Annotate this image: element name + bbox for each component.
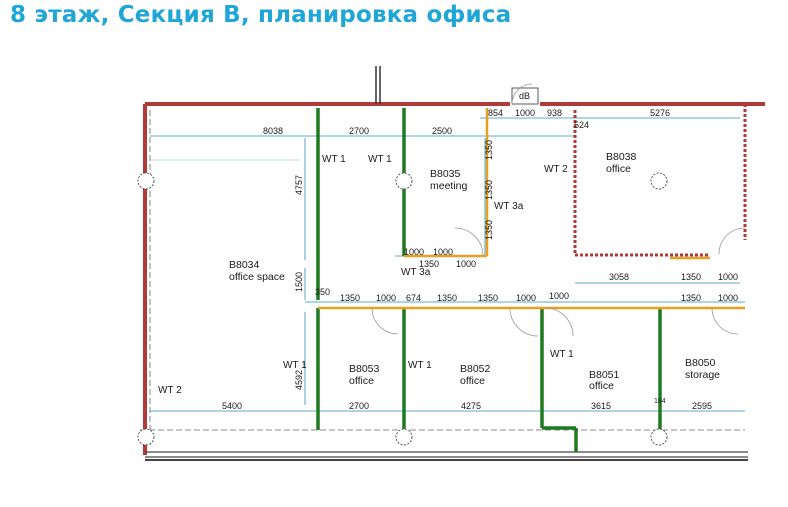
gypsum-partitions [318,108,745,310]
dim-label: 1350 [437,293,457,303]
room-type: office [349,375,374,387]
wall-tag: WT 2 [158,385,182,396]
wall-tags: WT 1 WT 1 WT 2 WT 3a WT 3a WT 1 WT 1 WT … [158,91,574,396]
dim-label: 524 [574,120,589,130]
dim-label: 1000 [456,259,476,269]
wall-tag: WT 1 [283,360,307,371]
bottom-dimensions: 5400 2700 4275 3615 184 2595 [222,398,712,411]
dim-label: 1350 [484,140,494,160]
columns [137,172,668,446]
column-marker [137,428,155,446]
dim-label: 1000 [549,291,569,301]
room-type: office [606,163,631,175]
dim-label: 674 [406,293,421,303]
room-type: storage [685,369,720,381]
dim-label: 1350 [478,293,498,303]
dim-label: 2500 [432,126,452,136]
column-marker [650,428,668,446]
room-code: B8050 [685,357,716,369]
dashed-facade-line [140,110,745,445]
dim-label: 1000 [516,293,536,303]
vertical-dimensions: 4757 1500 4592 1350 1350 1350 [294,140,494,390]
dim-label: 1000 [404,247,424,257]
dim-label: 1350 [419,259,439,269]
dim-label: 854 [488,108,503,118]
column-marker [395,172,413,190]
dim-label: 2595 [692,401,712,411]
door-swing [511,83,533,105]
dim-label: 3058 [609,272,629,282]
dim-label: 3615 [591,401,611,411]
room-code: B8035 [430,168,461,180]
office-8038-dimensions: 3058 1350 1000 [609,272,738,282]
corridor-dimensions: 350 1350 1000 674 1350 1350 1000 1000 13… [315,287,738,303]
dimension-lines [150,117,745,412]
column-marker [137,172,155,190]
outer-walls [143,102,765,455]
dim-label: 4757 [294,175,304,195]
wall-tag: WT 3a [401,267,431,278]
room-code: B8051 [589,369,620,381]
dim-label: 2700 [349,126,369,136]
dim-label: 1000 [718,293,738,303]
dim-label: 8038 [263,126,283,136]
dim-label: 1000 [718,272,738,282]
room-type: meeting [430,180,468,192]
column-marker [650,172,668,190]
room-code: B8053 [349,363,380,375]
room-labels: B8034 office space B8035 meeting B8038 o… [229,151,720,392]
room-type: office space [229,271,285,283]
dim-label: 1350 [340,293,360,303]
dim-label: 1500 [294,272,304,292]
dim-label: 4592 [294,370,304,390]
dim-label: 5400 [222,401,242,411]
dim-label: 1350 [681,272,701,282]
top-dimensions: 8038 2700 2500 854 1000 938 5276 524 [263,108,670,136]
dim-label: 1350 [484,180,494,200]
door-tag: dB [519,91,530,101]
door-box [511,87,539,105]
dim-label: 5276 [650,108,670,118]
wall-tag: WT 1 [550,349,574,360]
room-type: office [589,380,614,392]
page-title: 8 этаж, Секция B, планировка офиса [10,2,512,28]
wall-tag: WT 2 [544,164,568,175]
room-code: B8034 [229,259,260,271]
dim-label: 2700 [349,401,369,411]
dim-label: 938 [547,108,562,118]
dim-label: 1000 [433,247,453,257]
column-marker [395,428,413,446]
room-code: B8038 [606,151,637,163]
dim-label: 1350 [681,293,701,303]
wall-tag: WT 3a [494,201,524,212]
riser-line [375,66,381,104]
wall-tag: WT 1 [322,154,346,165]
room-type: office [460,375,485,387]
wall-tag: WT 1 [408,360,432,371]
dim-label: 350 [315,287,330,297]
door-swings [371,227,746,337]
bottom-facade [145,451,748,461]
dim-label: 1350 [484,220,494,240]
dim-label: 4275 [461,401,481,411]
meeting-dimensions: 1000 1000 1350 1000 [404,247,476,269]
wall-tag: WT 1 [368,154,392,165]
room-code: B8052 [460,363,491,375]
dim-label: 1000 [515,108,535,118]
dim-label: 184 [654,398,666,405]
dim-label: 1000 [376,293,396,303]
